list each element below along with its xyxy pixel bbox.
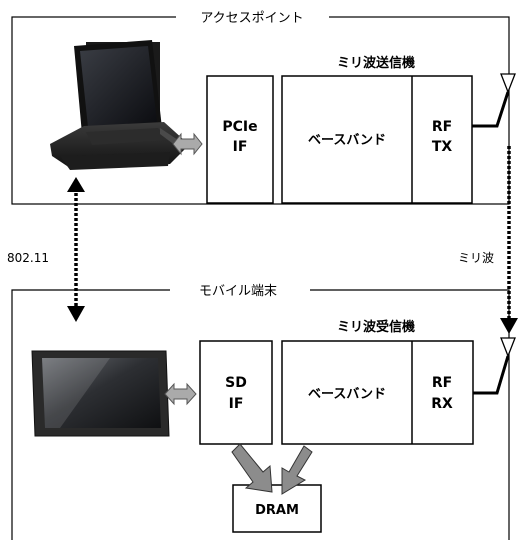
- laptop-icon: [50, 40, 186, 170]
- rx-baseband-label: ベースバンド: [308, 387, 386, 402]
- laptop-pcie-arrow: [172, 132, 203, 156]
- access-point-title: アクセスポイント: [200, 11, 303, 26]
- wifi-link: [67, 177, 85, 322]
- tx-antenna-icon: [472, 73, 516, 128]
- tablet-icon: [31, 350, 170, 437]
- sd-if-label-line1: SD: [225, 375, 247, 391]
- tx-baseband-label: ベースバンド: [308, 133, 386, 148]
- access-point-group: アクセスポイント ミリ波送信機 PCIe IF ベースバンド RF TX: [11, 7, 516, 205]
- receiver-block: [281, 340, 474, 445]
- sd-to-dram-arrow: [231, 443, 273, 493]
- transmitter-title: ミリ波送信機: [337, 55, 415, 71]
- sd-if-label-line2: IF: [229, 396, 244, 412]
- rf-rx-label-line2: RX: [431, 396, 453, 412]
- sd-if-block: [199, 340, 273, 445]
- mmwave-label: ミリ波: [458, 251, 494, 265]
- rf-rx-label-line1: RF: [432, 375, 452, 391]
- pcie-if-block: [206, 75, 274, 204]
- mobile-terminal-group: モバイル端末 ミリ波受信機 SD IF ベースバンド RF RX DRAM: [11, 280, 516, 540]
- dram-block: [232, 484, 322, 533]
- baseband-to-dram-arrow: [281, 445, 313, 495]
- rx-antenna-icon: [473, 337, 516, 395]
- pcie-if-label-line2: IF: [233, 139, 248, 155]
- mobile-terminal-title: モバイル端末: [199, 284, 277, 299]
- dram-label: DRAM: [255, 503, 299, 518]
- pcie-if-label-line1: PCIe: [222, 119, 257, 135]
- receiver-title: ミリ波受信機: [337, 319, 415, 335]
- tablet-sd-arrow: [164, 382, 197, 406]
- transmitter-block: [281, 75, 473, 204]
- rf-tx-label-line2: TX: [432, 139, 453, 155]
- wifi-label: 802.11: [7, 251, 49, 265]
- rf-tx-label-line1: RF: [432, 119, 452, 135]
